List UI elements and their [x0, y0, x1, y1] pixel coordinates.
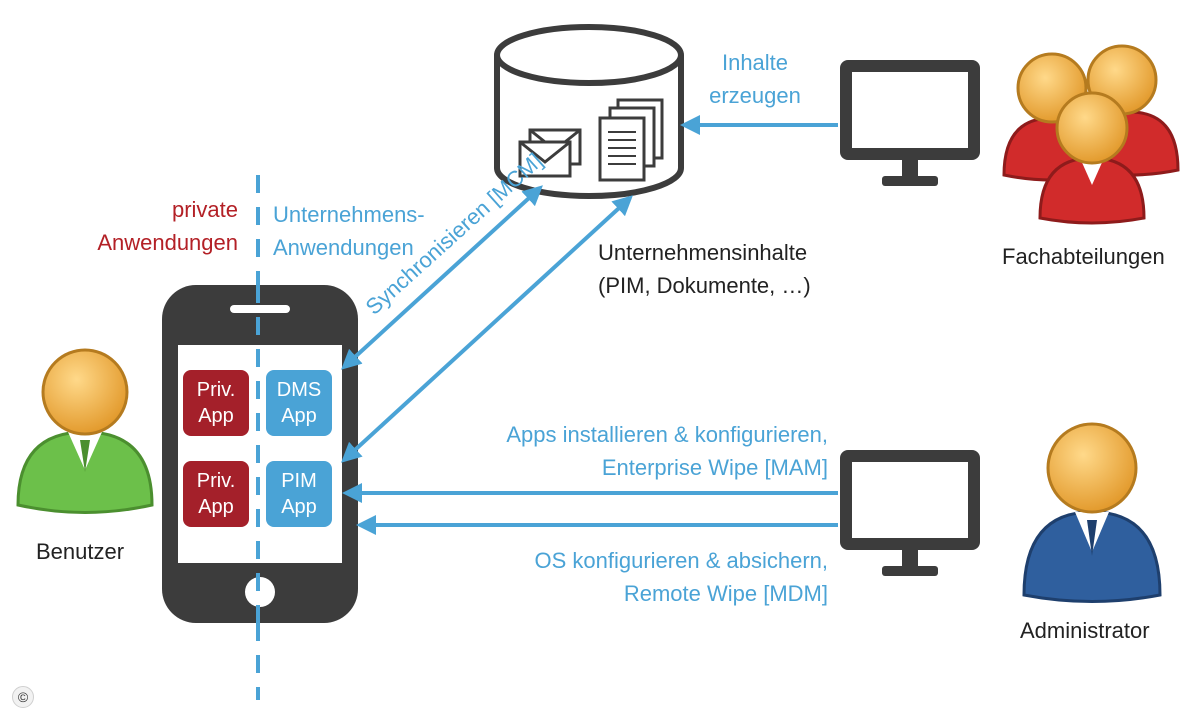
priv-app-2-line1: Priv.	[196, 470, 236, 492]
admin-person-icon	[1022, 422, 1162, 603]
user-person-icon	[16, 348, 154, 514]
mam-label-line2: Enterprise Wipe [MAM]	[601, 455, 828, 480]
content-label-line1: Unternehmensinhalte	[598, 240, 808, 265]
private-label-line1: private	[171, 197, 238, 222]
dms-app-line1: DMS	[276, 379, 322, 401]
mdm-label-line1: OS konfigurieren & absichern,	[534, 548, 829, 573]
create-content-label: Inhalte erzeugen	[700, 46, 810, 112]
priv-app-2-text[interactable]: Priv. App	[181, 468, 251, 520]
sync-arrow-pim	[341, 195, 633, 463]
admin-label: Administrator	[1020, 618, 1150, 643]
priv-app-2-line2: App	[198, 496, 234, 518]
mdm-label-line2: Remote Wipe [MDM]	[623, 581, 828, 606]
database-cylinder-icon	[494, 24, 684, 199]
dms-app-line2: App	[281, 405, 317, 427]
enterprise-apps-label: Unternehmens- Anwendungen	[273, 198, 425, 264]
user-label: Benutzer	[36, 539, 125, 564]
priv-app-tile-1[interactable]	[183, 370, 249, 436]
enterprise-label-line1: Unternehmens-	[273, 202, 425, 227]
mdm-label: OS konfigurieren & absichern, Remote Wip…	[440, 544, 829, 610]
private-apps-label: private Anwendungen	[60, 193, 238, 259]
pim-app-line1: PIM	[281, 470, 317, 492]
pim-app-tile[interactable]	[266, 461, 332, 527]
email-icon	[518, 128, 582, 178]
priv-app-tile-2[interactable]	[183, 461, 249, 527]
enterprise-content-label: Unternehmensinhalte (PIM, Dokumente, …)	[598, 236, 811, 302]
mam-label-line1: Apps installieren & konfigurieren,	[506, 422, 828, 447]
dms-app-tile[interactable]	[266, 370, 332, 436]
priv-app-1-text[interactable]: Priv. App	[181, 377, 251, 429]
create-label-line2: erzeugen	[709, 83, 801, 108]
smartphone-icon	[162, 285, 358, 623]
copyright-icon: ©	[12, 686, 34, 708]
create-label-line1: Inhalte	[721, 50, 789, 75]
enterprise-label-line2: Anwendungen	[273, 235, 414, 260]
pim-app-line2: App	[281, 496, 317, 518]
dms-app-text[interactable]: DMS App	[264, 377, 334, 429]
documents-icon	[598, 98, 664, 182]
private-label-line2: Anwendungen	[97, 230, 238, 255]
content-label-line2: (PIM, Dokumente, …)	[598, 273, 811, 298]
priv-app-1-line2: App	[198, 405, 234, 427]
mam-label: Apps installieren & konfigurieren, Enter…	[440, 418, 828, 484]
pim-app-text[interactable]: PIM App	[264, 468, 334, 520]
monitor-icon-bottom	[840, 450, 980, 576]
departments-label: Fachabteilungen	[1002, 244, 1165, 269]
priv-app-1-line1: Priv.	[196, 379, 236, 401]
monitor-icon-top	[840, 60, 980, 186]
departments-group-icon	[1002, 44, 1180, 225]
